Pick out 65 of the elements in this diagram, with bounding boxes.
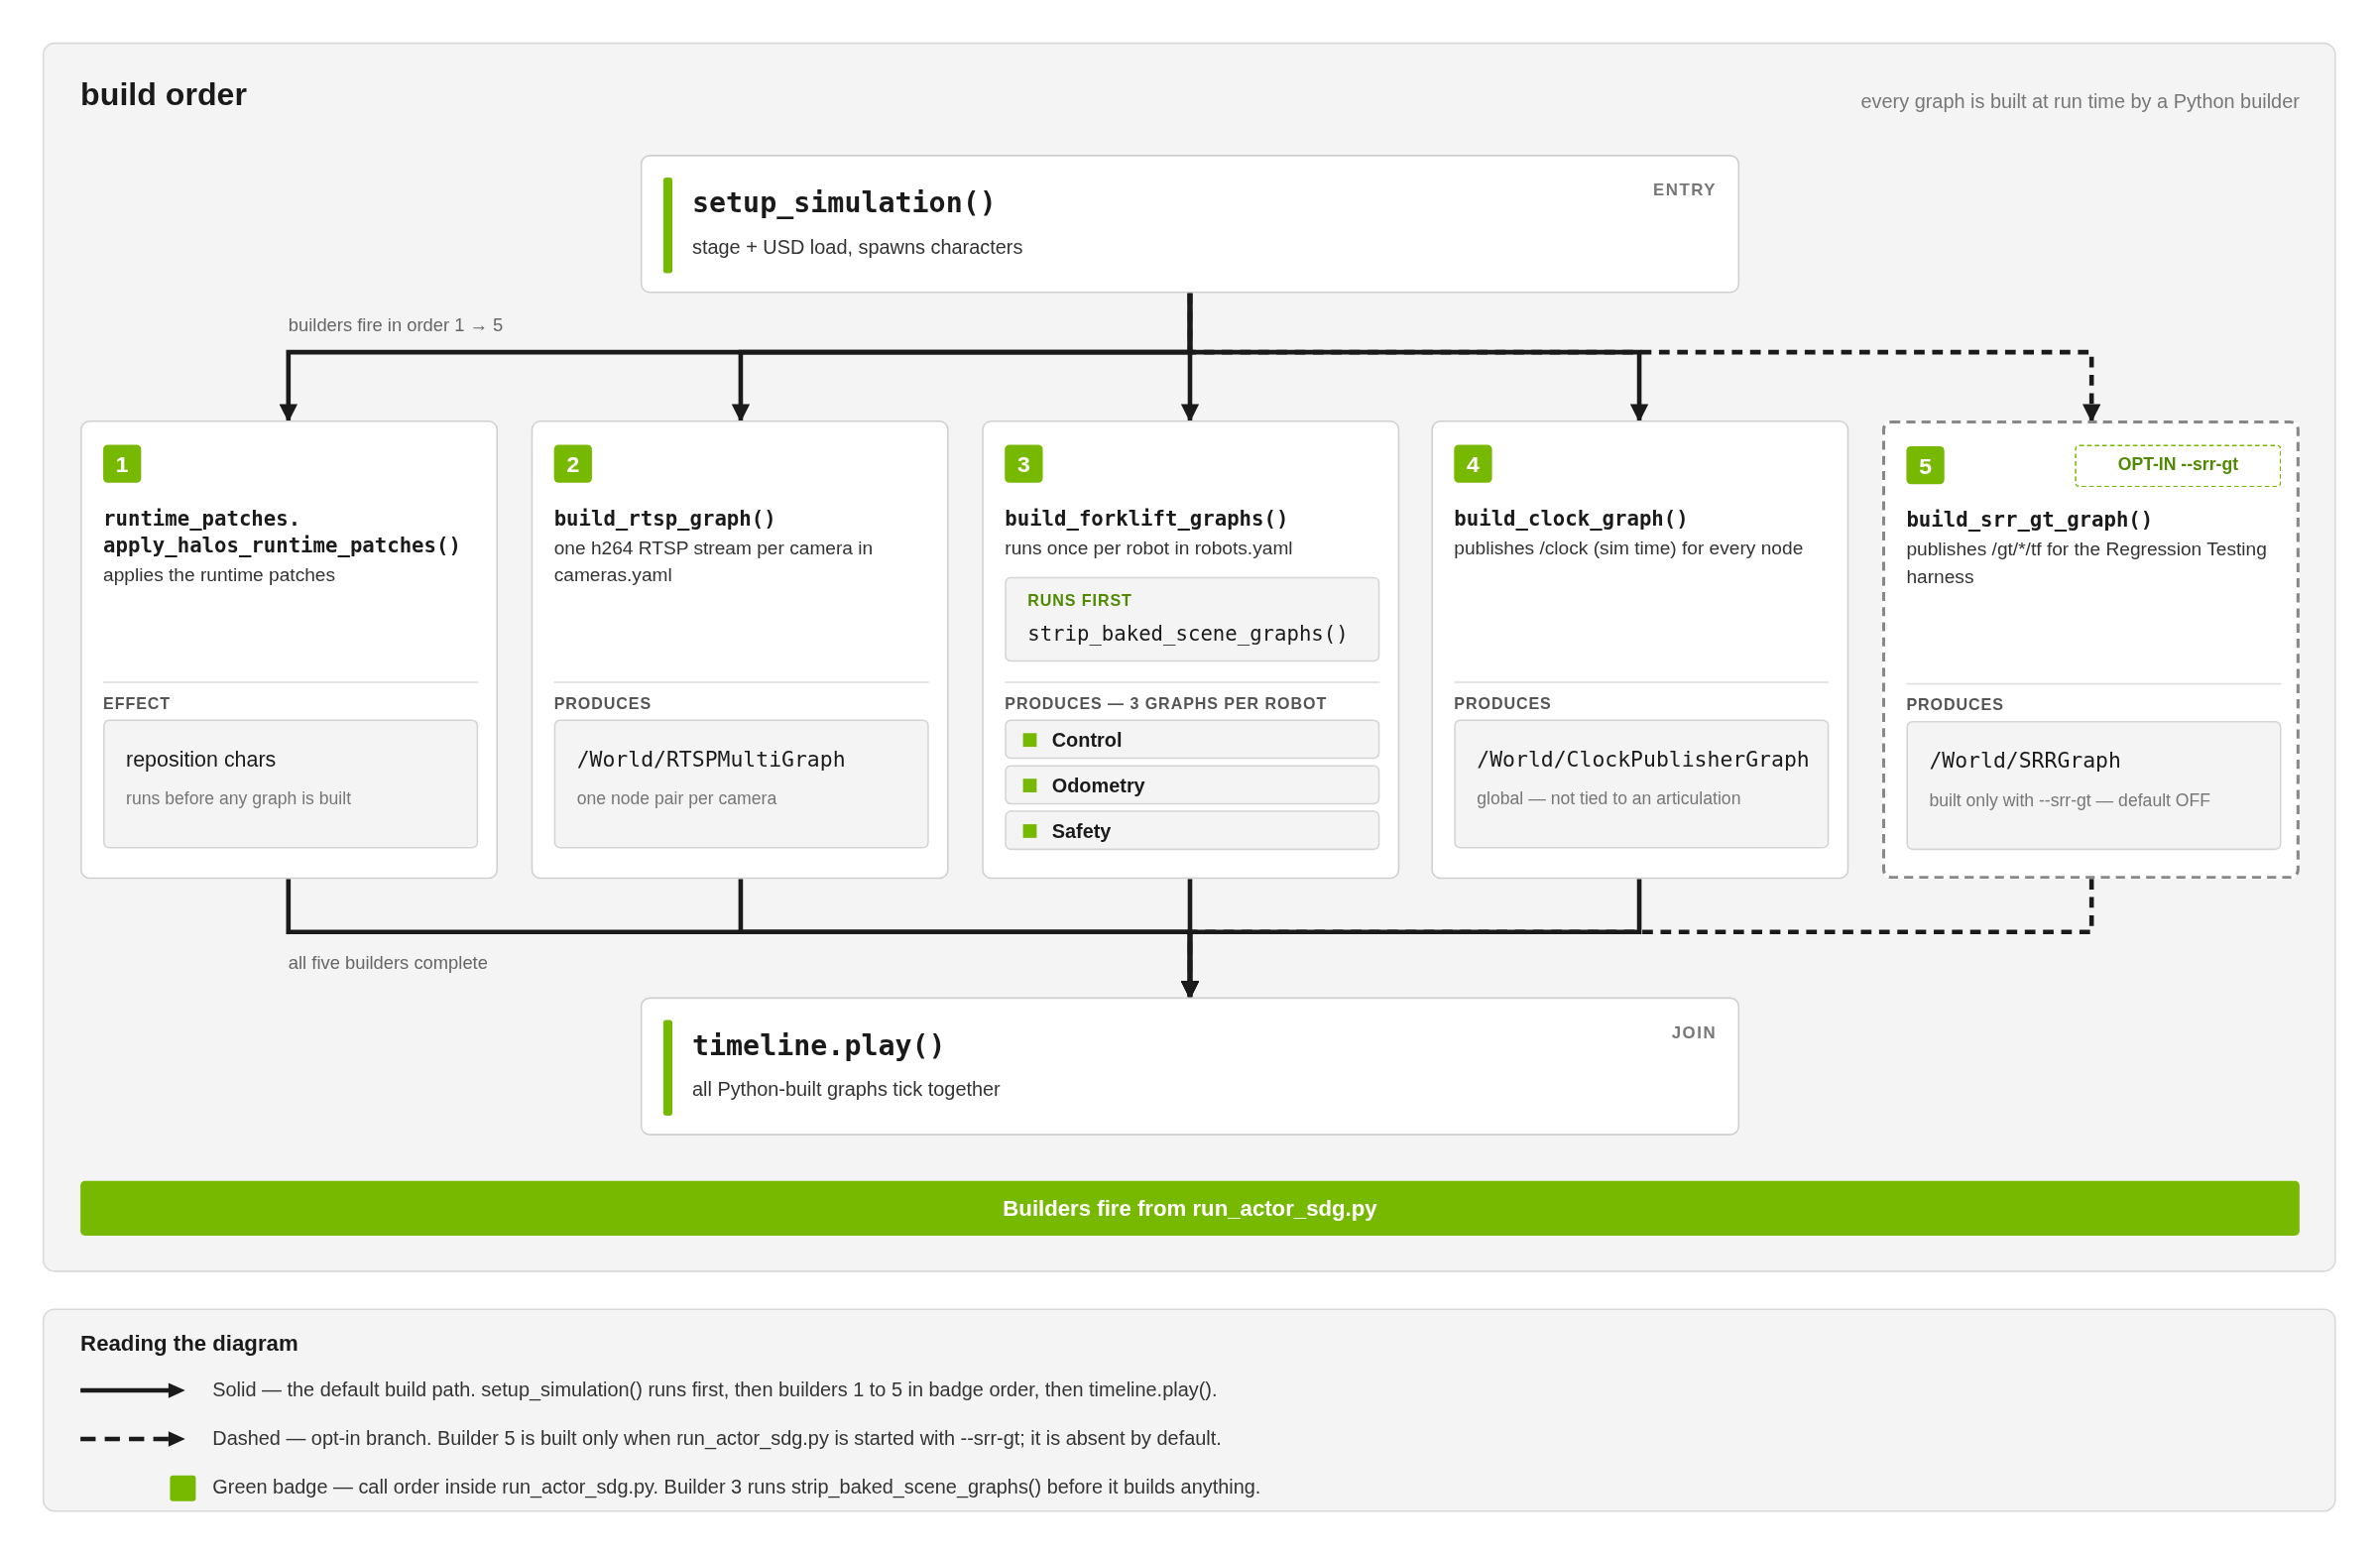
section-heading: PRODUCES bbox=[1454, 693, 1552, 712]
step-box bbox=[640, 155, 1740, 294]
function-name: runtime_patches. apply_halos_runtime_patches() bbox=[103, 504, 462, 559]
number-badge: 2 bbox=[553, 444, 592, 483]
function-name: build_rtsp_graph() bbox=[553, 504, 777, 532]
legend-text: Green badge — call order inside run_actor_sdg.py. Builder 3 runs strip_baked_scene_graphs() before it builds anything. bbox=[212, 1475, 1261, 1498]
legend-text: Dashed — opt-in branch. Builder 5 is built only when run_actor_sdg.py is started with --srr-gt; it is absent by default. bbox=[212, 1426, 1222, 1450]
number-badge: 4 bbox=[1454, 444, 1492, 483]
graph-row bbox=[1005, 765, 1380, 805]
section-heading: PRODUCES bbox=[553, 693, 653, 712]
output-name: reposition chars bbox=[126, 747, 277, 772]
output-name: /World/SRRGraph bbox=[1929, 748, 2121, 774]
function-name: build_srr_gt_graph() bbox=[1906, 506, 2155, 534]
description: publishes /clock (sim time) for every node bbox=[1454, 536, 1805, 561]
output-box bbox=[103, 719, 479, 849]
graph-name: Safety bbox=[1051, 819, 1112, 843]
tag-label: ENTRY bbox=[1653, 180, 1718, 199]
description: runs once per robot in robots.yaml bbox=[1005, 536, 1294, 561]
section-heading: PRODUCES — 3 GRAPHS PER ROBOT bbox=[1005, 693, 1328, 712]
section-heading: PRODUCES bbox=[1906, 695, 2004, 714]
diagram-title: build order bbox=[80, 75, 247, 113]
arrow bbox=[1187, 293, 2101, 422]
output-name: /World/ClockPublisherGraph bbox=[1477, 747, 1810, 772]
tag-label: JOIN bbox=[1671, 1022, 1718, 1041]
number-badge: 5 bbox=[1906, 446, 1945, 485]
graph-row bbox=[1005, 810, 1380, 851]
number-badge: 3 bbox=[1005, 444, 1043, 483]
section-heading: EFFECT bbox=[103, 693, 172, 712]
function-name: timeline.play() bbox=[691, 1028, 946, 1061]
description: one h264 RTSP stream per camera in cameras.yaml bbox=[553, 536, 875, 588]
function-name: setup_simulation() bbox=[691, 186, 997, 219]
flow-note: builders fire in order 1 → 5 bbox=[288, 313, 504, 336]
output-note: built only with --srr-gt — default OFF bbox=[1929, 790, 2212, 809]
builder-card bbox=[80, 420, 499, 880]
output-note: global — not tied to an articulation bbox=[1477, 788, 1742, 808]
description: all Python-built graphs tick together bbox=[691, 1077, 1001, 1101]
description: applies the runtime patches bbox=[103, 563, 337, 588]
opt-in-tag: OPT-IN --srr-gt bbox=[2075, 444, 2282, 488]
footer-banner: Builders fire from run_actor_sdg.py bbox=[80, 1180, 2300, 1236]
legend-text: Solid — the default build path. setup_simulation() runs first, then builders 1 to 5 in badge order, then timeline.play(). bbox=[212, 1377, 1218, 1401]
output-box bbox=[553, 719, 929, 849]
output-name: /World/RTSPMultiGraph bbox=[576, 747, 846, 772]
builder-card bbox=[1431, 420, 1849, 880]
flow-note: all five builders complete bbox=[288, 951, 488, 974]
step-box bbox=[640, 997, 1740, 1136]
function-name: build_forklift_graphs() bbox=[1005, 504, 1290, 532]
legend-title: Reading the diagram bbox=[80, 1331, 298, 1356]
function-name: strip_baked_scene_graphs() bbox=[1027, 621, 1349, 646]
runs-first-box bbox=[1005, 576, 1380, 662]
graph-row bbox=[1005, 719, 1380, 760]
graph-name: Control bbox=[1051, 728, 1123, 752]
number-badge: 1 bbox=[103, 444, 142, 483]
step-tag: RUNS FIRST bbox=[1027, 590, 1132, 609]
description: stage + USD load, spawns characters bbox=[691, 235, 1023, 259]
output-box bbox=[1906, 721, 2282, 851]
output-note: one node pair per camera bbox=[576, 788, 778, 808]
builder-card bbox=[1881, 420, 2300, 880]
output-note: runs before any graph is built bbox=[126, 788, 353, 808]
builder-card bbox=[531, 420, 949, 880]
graph-name: Odometry bbox=[1051, 774, 1145, 797]
output-box bbox=[1454, 719, 1830, 849]
subtitle: every graph is built at run time by a Python builder bbox=[1860, 89, 2300, 113]
function-name: build_clock_graph() bbox=[1454, 504, 1690, 532]
description: publishes /gt/*/tf for the Regression Testing harness bbox=[1906, 538, 2268, 590]
builder-card bbox=[982, 420, 1400, 880]
